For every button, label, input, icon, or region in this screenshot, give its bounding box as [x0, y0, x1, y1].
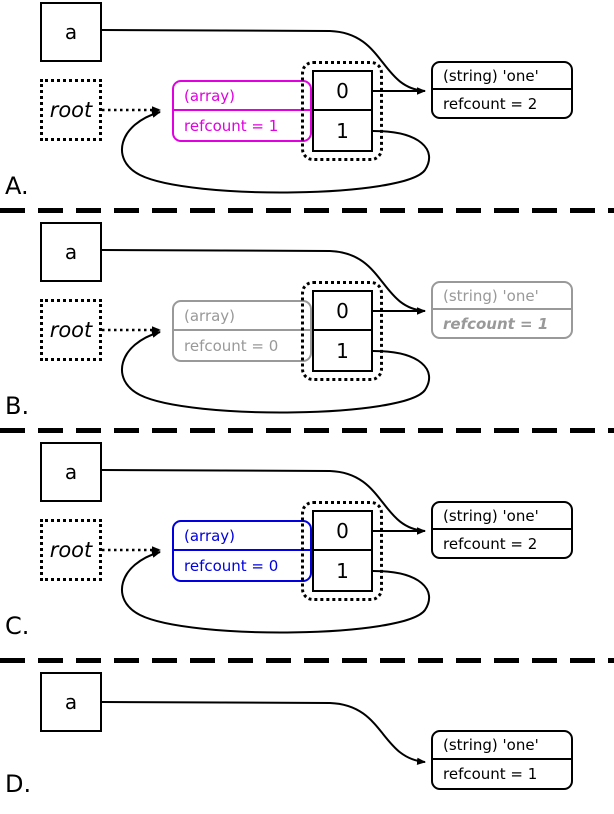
- variable-box-c[interactable]: a: [40, 442, 102, 502]
- string-zval-a-refcount: refcount = 2: [443, 94, 538, 113]
- array-cells-wrapper-a: [301, 61, 383, 161]
- array-cells-b[interactable]: 0 1: [312, 290, 373, 372]
- array-zval-c-type: (array): [174, 522, 310, 551]
- array-cells-a[interactable]: 0 1: [312, 70, 373, 152]
- panel-separator-3: [0, 658, 614, 663]
- panel-c: a root (array) refcount = 0 0 1 (string)…: [0, 440, 614, 650]
- variable-box-a-label: a: [64, 20, 78, 44]
- array-zval-c-refcount: refcount = 0: [184, 556, 279, 575]
- variable-box-b-label: a: [64, 240, 78, 264]
- variable-box-d[interactable]: a: [40, 672, 102, 732]
- string-zval-a-type: (string) 'one': [433, 63, 571, 90]
- string-zval-c-refcount: refcount = 2: [443, 534, 538, 553]
- root-box-c[interactable]: root: [40, 519, 102, 581]
- string-zval-b-type: (string) 'one': [433, 283, 571, 310]
- panel-d: a (string) 'one' refcount = 1 D.: [0, 670, 614, 814]
- root-box-c-label: root: [49, 538, 93, 562]
- variable-box-b[interactable]: a: [40, 222, 102, 282]
- root-box-a[interactable]: root: [40, 79, 102, 141]
- variable-box-d-label: a: [64, 690, 78, 714]
- string-zval-c[interactable]: (string) 'one' refcount = 2: [431, 501, 573, 559]
- root-box-b[interactable]: root: [40, 299, 102, 361]
- array-zval-a-type: (array): [174, 82, 310, 111]
- string-zval-b[interactable]: (string) 'one' refcount = 1: [431, 281, 573, 339]
- array-cell-1-c[interactable]: 1: [336, 558, 349, 583]
- string-zval-d-type: (string) 'one': [433, 732, 571, 760]
- root-box-b-label: root: [49, 318, 93, 342]
- panel-a: a root (array) refcount = 1 0 1 (string)…: [0, 0, 614, 210]
- array-cells-c[interactable]: 0 1: [312, 510, 373, 592]
- panel-label-a: A.: [5, 172, 29, 200]
- panel-label-b: B.: [5, 392, 30, 420]
- string-zval-d-refcount: refcount = 1: [443, 765, 538, 783]
- array-cells-wrapper-b: [301, 281, 383, 381]
- array-zval-b-refcount: refcount = 0: [184, 336, 279, 355]
- array-zval-a[interactable]: (array) refcount = 1: [172, 80, 312, 142]
- string-zval-a[interactable]: (string) 'one' refcount = 2: [431, 61, 573, 119]
- panel-separator-1: [0, 208, 614, 213]
- array-zval-b[interactable]: (array) refcount = 0: [172, 300, 312, 362]
- root-box-a-label: root: [49, 98, 93, 122]
- array-cell-1-b[interactable]: 1: [336, 338, 349, 363]
- array-zval-b-type: (array): [174, 302, 310, 331]
- string-zval-c-type: (string) 'one': [433, 503, 571, 530]
- string-zval-d[interactable]: (string) 'one' refcount = 1: [431, 730, 573, 790]
- panel-label-d: D.: [5, 770, 32, 798]
- array-cell-0-c[interactable]: 0: [314, 512, 371, 551]
- variable-box-a[interactable]: a: [40, 2, 102, 62]
- panel-b: a root (array) refcount = 0 0 1 (string)…: [0, 220, 614, 430]
- array-cell-0-a[interactable]: 0: [314, 72, 371, 111]
- array-zval-a-refcount: refcount = 1: [184, 116, 279, 135]
- panel-separator-2: [0, 428, 614, 433]
- array-cell-0-b[interactable]: 0: [314, 292, 371, 331]
- panel-label-c: C.: [5, 612, 30, 640]
- string-zval-b-refcount: refcount = 1: [443, 314, 549, 333]
- array-cell-1-a[interactable]: 1: [336, 118, 349, 143]
- array-zval-c[interactable]: (array) refcount = 0: [172, 520, 312, 582]
- variable-box-c-label: a: [64, 460, 78, 484]
- array-cells-wrapper-c: [301, 501, 383, 601]
